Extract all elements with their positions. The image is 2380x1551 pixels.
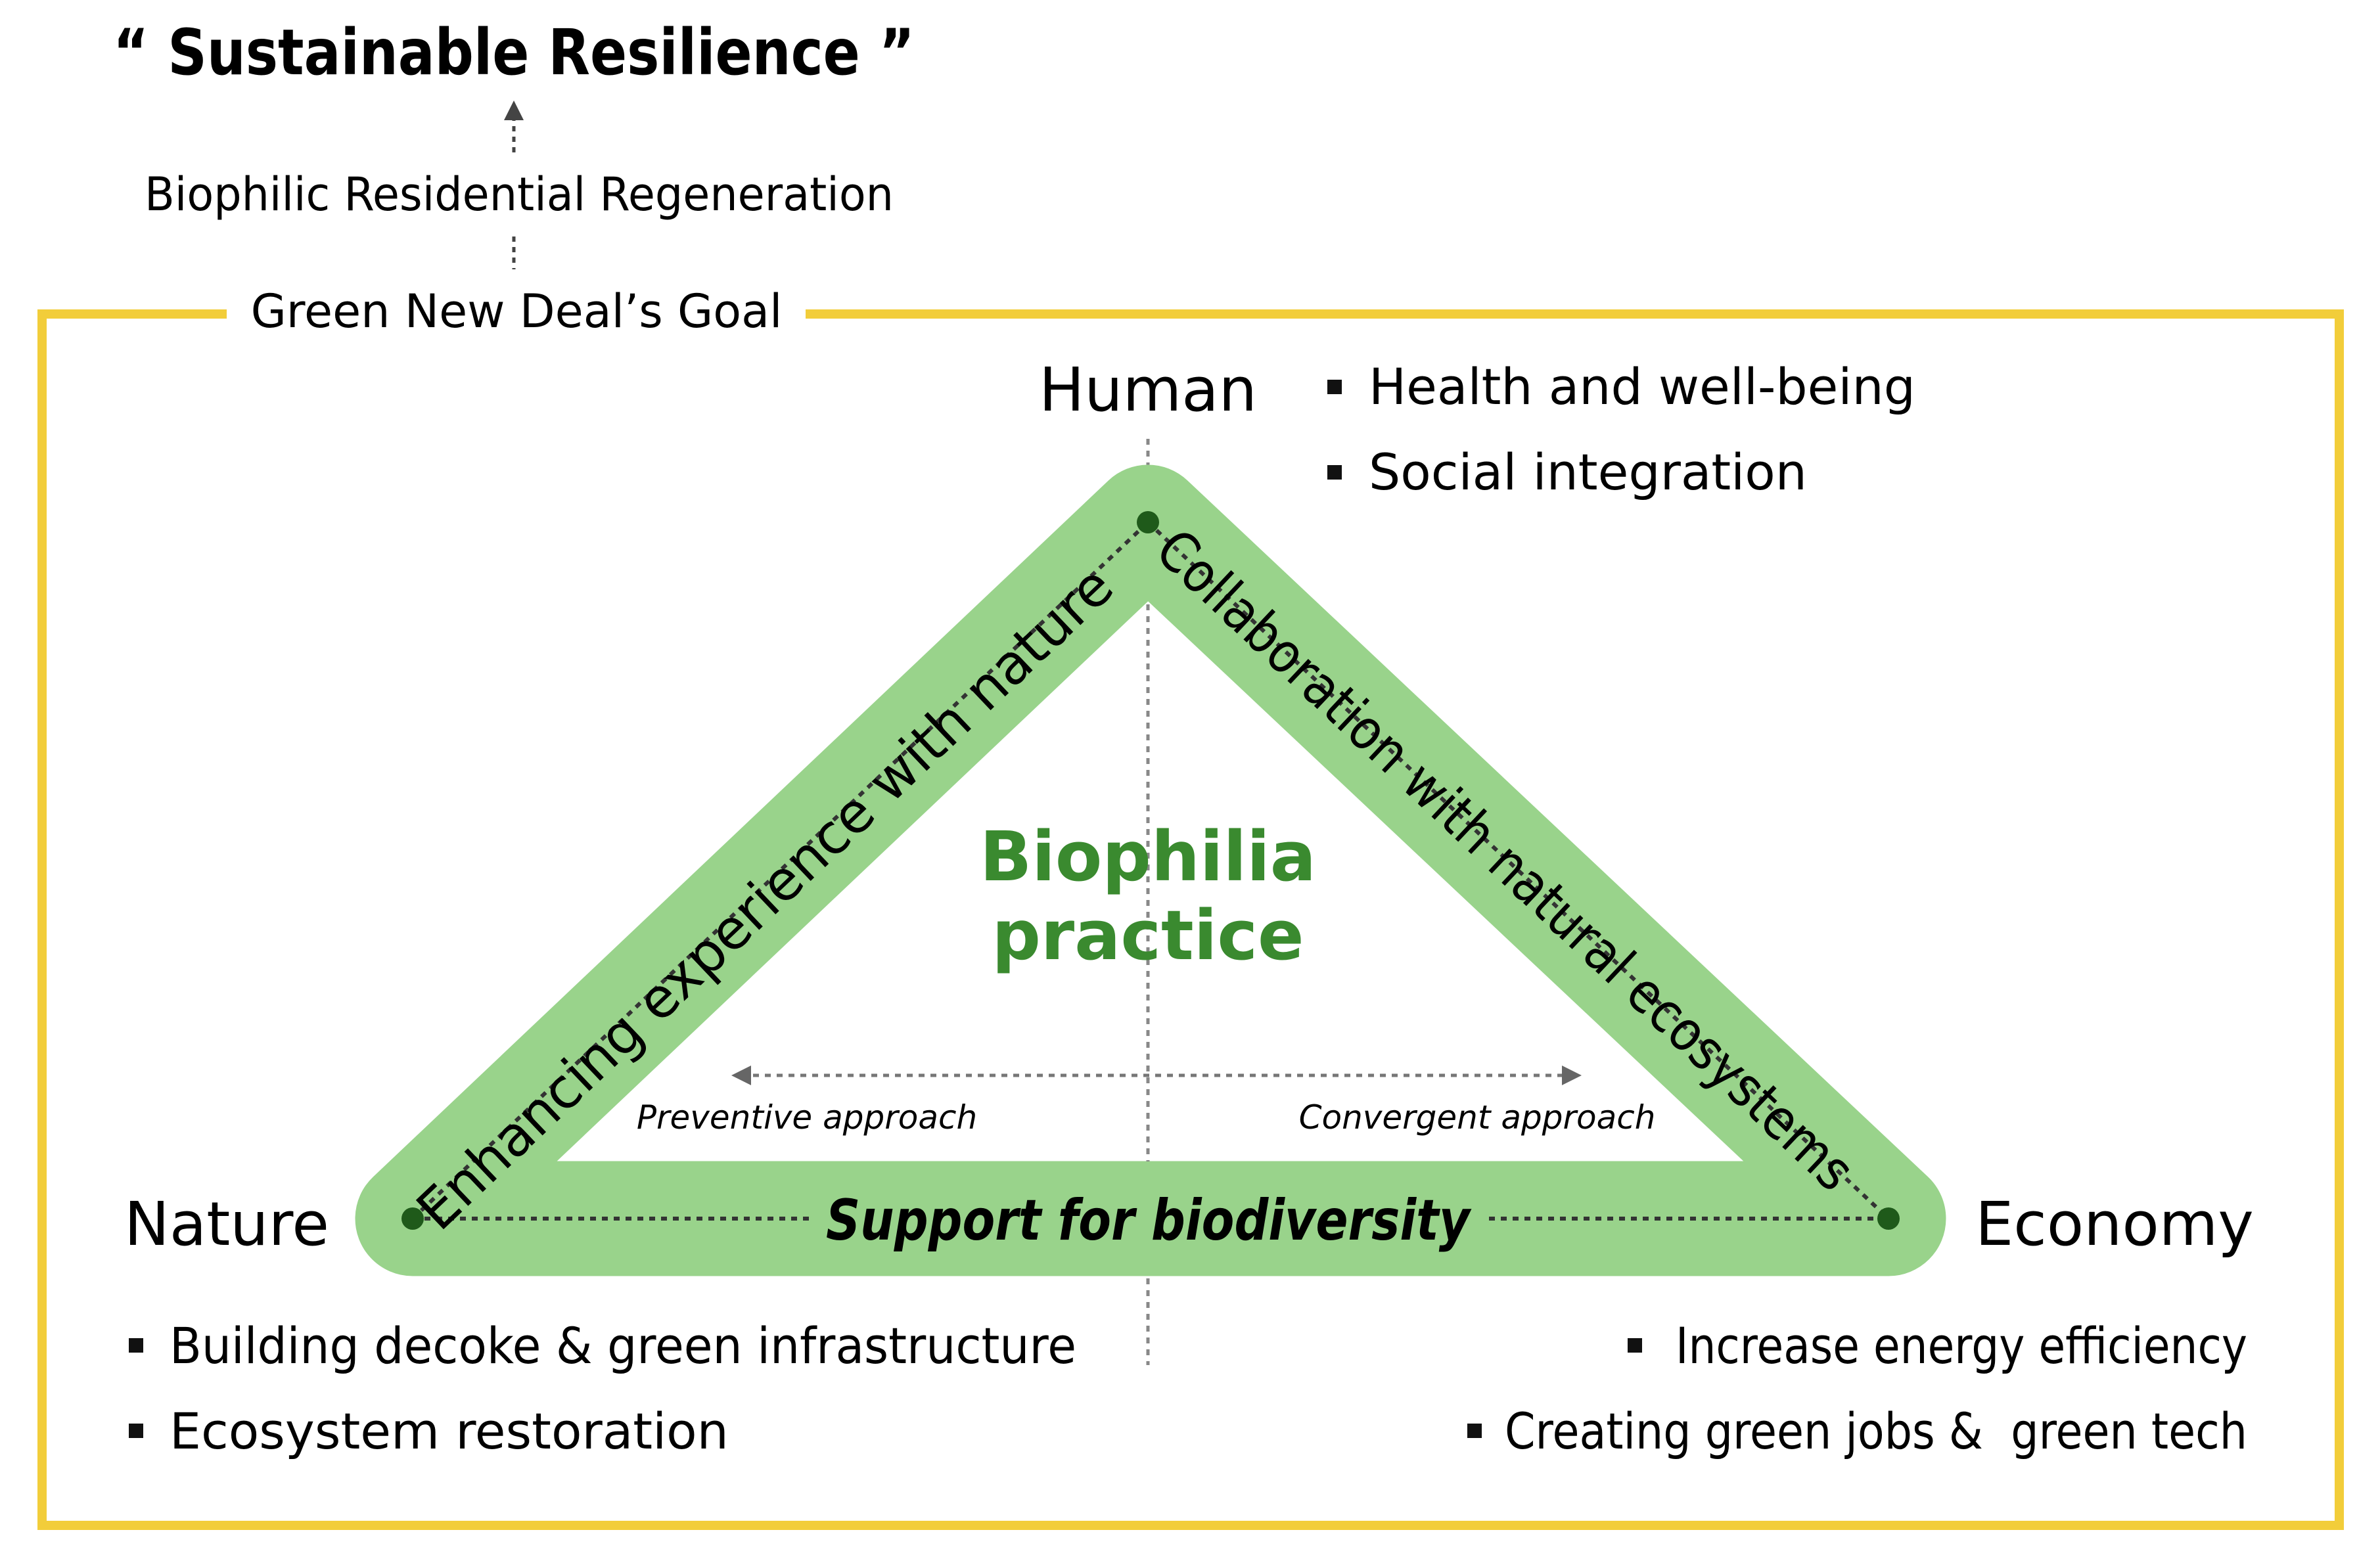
- human-bullet-1: Health and well-being: [1369, 357, 1915, 416]
- frame-border: [37, 309, 2344, 1530]
- preventive-approach-label: Preventive approach: [637, 1098, 977, 1136]
- vertex-dot-nature: [401, 1207, 424, 1230]
- bullet-marker: [1327, 380, 1342, 394]
- edge-bottom-label: Support for biodiversity: [826, 1188, 1472, 1253]
- vertex-dot-human: [1137, 511, 1159, 533]
- edge-left-dots: [411, 520, 1150, 1221]
- edge-right-dots: [1146, 520, 1890, 1221]
- center-text-line2: practice: [992, 895, 1304, 976]
- center-text-line1: Biophilia: [980, 817, 1316, 897]
- biophilic-regeneration-label: Biophilic Residential Regeneration: [145, 168, 894, 221]
- node-human-label: Human: [1039, 355, 1257, 425]
- economy-bullet-1: Increase energy efficiency: [1676, 1316, 2247, 1375]
- nature-bullet-2: Ecosystem restoration: [170, 1402, 729, 1460]
- bullet-marker: [1628, 1338, 1642, 1353]
- nature-bullet-1: Building decoke & green infrastructure: [170, 1316, 1076, 1375]
- bullet-marker: [1467, 1424, 1482, 1438]
- bullet-marker: [129, 1424, 143, 1438]
- page-title: “ Sustainable Resilience ”: [113, 16, 915, 89]
- vertex-dot-economy: [1877, 1207, 1900, 1230]
- goal-label: Green New Deal’s Goal: [251, 284, 783, 338]
- human-bullet-2: Social integration: [1369, 443, 1807, 501]
- convergent-approach-label: Convergent approach: [1299, 1098, 1656, 1136]
- bullet-marker: [129, 1338, 143, 1353]
- node-nature-label: Nature: [124, 1189, 329, 1259]
- bottom-label-backing: [813, 1179, 1484, 1258]
- economy-bullet-2: Creating green jobs & green tech: [1505, 1402, 2247, 1460]
- bullet-marker: [1327, 465, 1342, 480]
- node-economy-label: Economy: [1975, 1189, 2254, 1259]
